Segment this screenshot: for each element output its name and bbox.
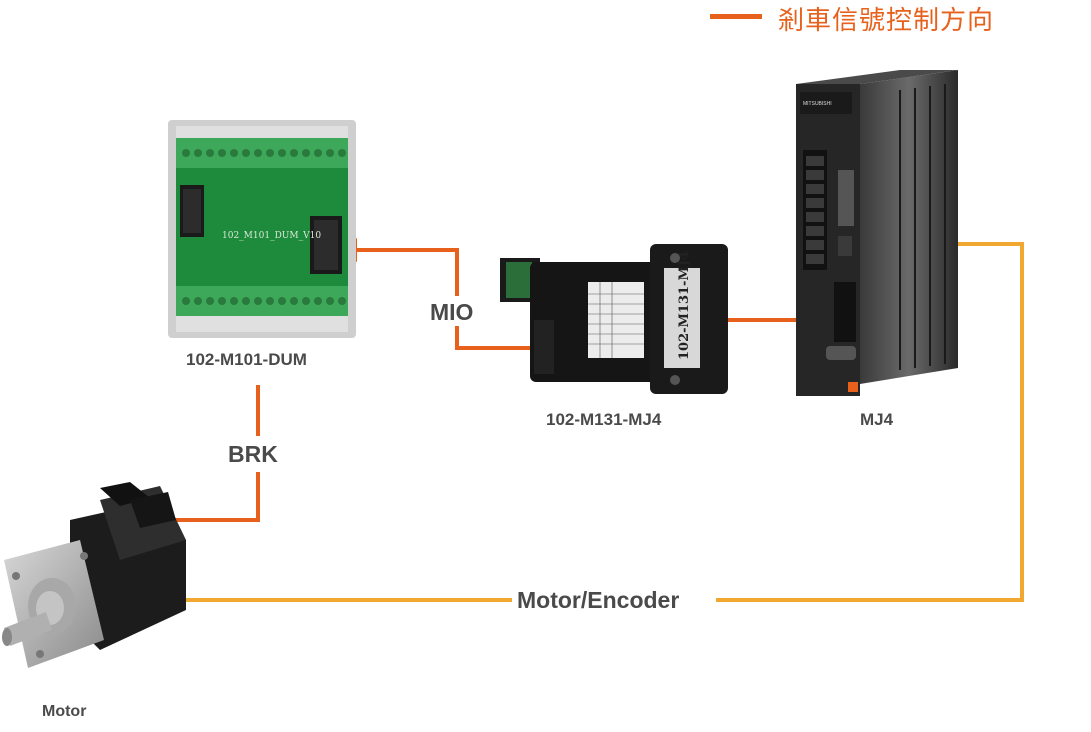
servo-label: MJ4 — [860, 410, 894, 429]
mio-label: MIO — [430, 299, 474, 325]
mj4-adapter: 102-M131-MJ4 — [500, 244, 728, 394]
svg-text:MITSUBISHI: MITSUBISHI — [803, 101, 832, 107]
dum-board: 102_M101_DUM_V10 — [168, 120, 356, 338]
motor-encoder-line — [160, 242, 1024, 602]
motor-encoder-label: Motor/Encoder — [517, 587, 680, 613]
brk-label: BRK — [228, 441, 278, 467]
adapter-label: 102-M131-MJ4 — [546, 410, 662, 429]
motor — [2, 482, 186, 668]
mj4-servo: MITSUBISHI — [796, 70, 958, 396]
legend-label: 剎車信號控制方向 — [778, 6, 995, 36]
adapter-body-text: 102-M131-MJ4 — [677, 251, 692, 360]
motor-label: Motor — [42, 703, 87, 720]
dum-board-text: 102_M101_DUM_V10 — [222, 231, 321, 241]
dum-label: 102-M101-DUM — [186, 350, 307, 369]
legend-line-swatch — [710, 14, 762, 19]
